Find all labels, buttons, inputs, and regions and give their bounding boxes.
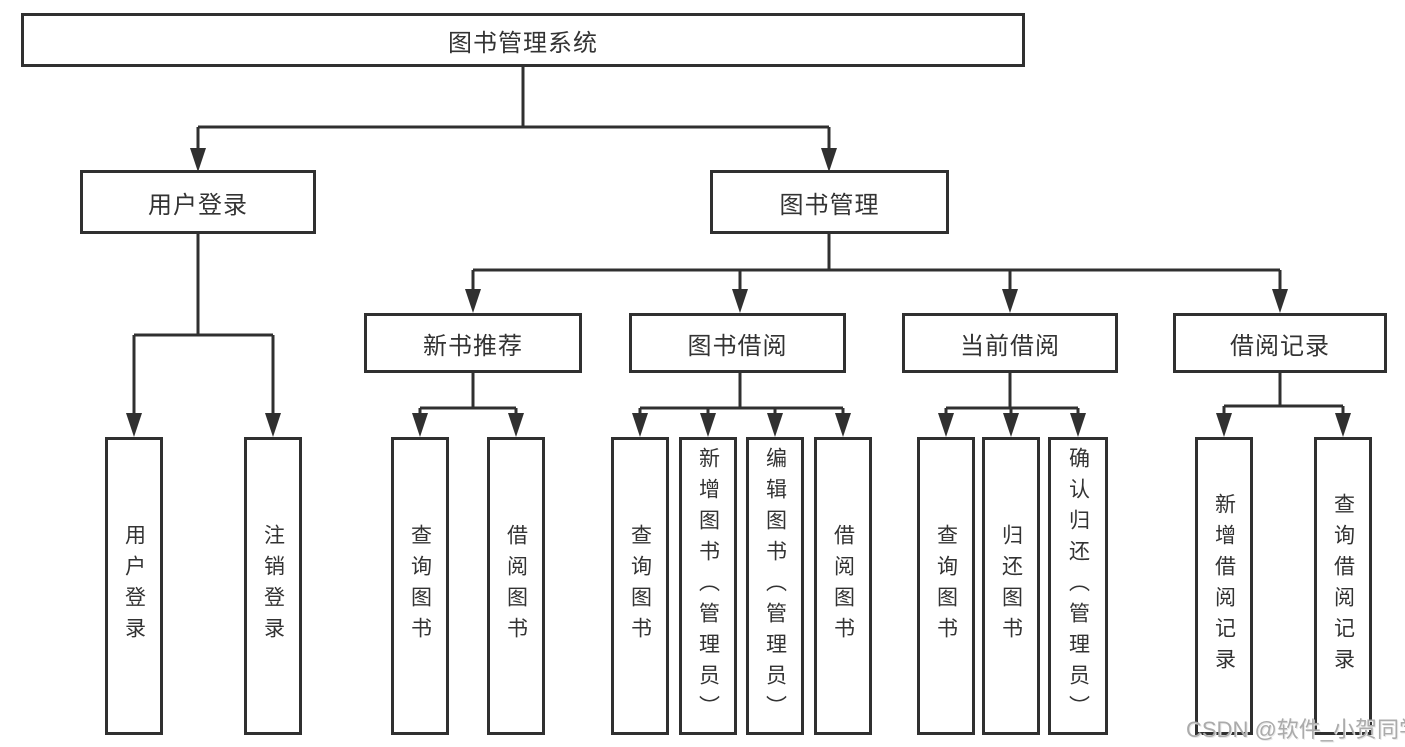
node-logout-label: 注销登录 [261, 524, 285, 648]
node-borrow-books-2: 借阅图书 [814, 437, 872, 735]
node-query-books-3-label: 查询图书 [934, 524, 958, 648]
node-book-borrow: 图书借阅 [629, 313, 846, 373]
node-borrow-records-label: 借阅记录 [1230, 332, 1330, 360]
node-logout: 注销登录 [244, 437, 302, 735]
node-book-mgmt-branch: 图书管理 [710, 170, 949, 234]
node-query-borrow-record: 查询借阅记录 [1314, 437, 1372, 735]
node-new-book-recommend: 新书推荐 [364, 313, 582, 373]
node-edit-book-admin-label: 编辑图书（管理员） [763, 446, 787, 726]
node-query-books-2-label: 查询图书 [628, 524, 652, 648]
node-book-borrow-label: 图书借阅 [687, 332, 788, 360]
watermark: CSDN @软件_小贺同学 [1186, 717, 1405, 742]
node-current-borrow-label: 当前借阅 [960, 332, 1060, 360]
node-book-mgmt-branch-label: 图书管理 [779, 191, 880, 219]
node-query-books-1-label: 查询图书 [408, 524, 432, 648]
node-borrow-books-1: 借阅图书 [487, 437, 545, 735]
node-confirm-return-admin-label: 确认归还（管理员） [1066, 446, 1090, 726]
node-return-book: 归还图书 [982, 437, 1040, 735]
node-user-login-branch: 用户登录 [80, 170, 316, 234]
node-borrow-records: 借阅记录 [1173, 313, 1387, 373]
node-borrow-books-1-label: 借阅图书 [504, 524, 528, 648]
node-user-login-branch-label: 用户登录 [148, 191, 248, 219]
node-add-borrow-record-label: 新增借阅记录 [1212, 493, 1236, 679]
node-add-book-admin: 新增图书（管理员） [679, 437, 737, 735]
node-query-borrow-record-label: 查询借阅记录 [1331, 493, 1355, 679]
node-confirm-return-admin: 确认归还（管理员） [1048, 437, 1108, 735]
node-query-books-3: 查询图书 [917, 437, 975, 735]
node-borrow-books-2-label: 借阅图书 [831, 524, 855, 648]
node-user-login-leaf: 用户登录 [105, 437, 163, 735]
node-return-book-label: 归还图书 [999, 524, 1023, 648]
node-edit-book-admin: 编辑图书（管理员） [746, 437, 804, 735]
node-current-borrow: 当前借阅 [902, 313, 1118, 373]
node-library-system-label: 图书管理系统 [448, 29, 598, 57]
node-add-book-admin-label: 新增图书（管理员） [696, 446, 720, 726]
node-new-book-recommend-label: 新书推荐 [423, 332, 523, 360]
node-user-login-leaf-label: 用户登录 [122, 524, 146, 648]
node-query-books-1: 查询图书 [391, 437, 449, 735]
node-library-system: 图书管理系统 [21, 13, 1025, 67]
node-add-borrow-record: 新增借阅记录 [1195, 437, 1253, 735]
node-query-books-2: 查询图书 [611, 437, 669, 735]
